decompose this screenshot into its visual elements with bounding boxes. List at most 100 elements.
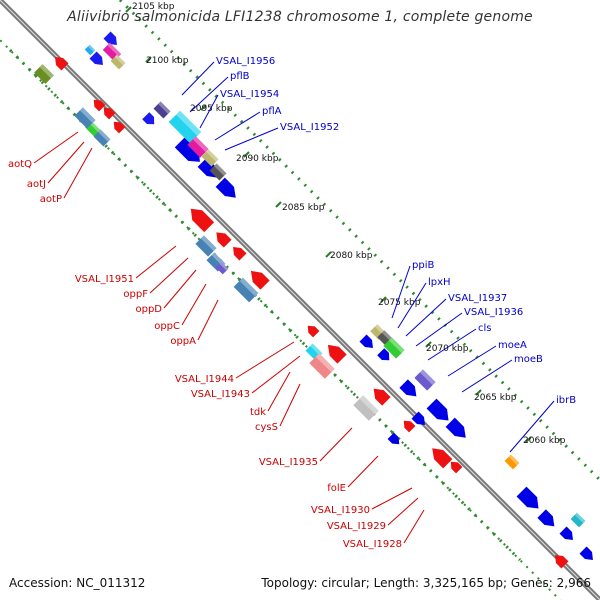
block-shine [98,129,111,142]
forward-label-leader [189,76,229,113]
reverse-gene-label: VSAL_I1929 [327,521,386,532]
gene-arrow-shape [233,247,247,261]
reverse-label-leader [235,341,295,379]
gene-arrow-shape [516,486,539,509]
block-shape [215,261,229,275]
reverse-track-dots [8,48,522,562]
block-shine [388,337,405,354]
reverse-gene [216,232,232,248]
map-title: Aliivibrio salmonicida LFI1238 chromosom… [67,9,533,25]
block-shine [90,122,102,134]
block-shine [381,330,393,342]
reverse-gene-label: cysS [255,422,278,433]
forward-gene [426,398,449,421]
forward-label-leader [391,265,411,319]
forward-gene-label: ibrB [556,395,576,406]
block-shine [359,395,379,415]
tick-label: 2060 kbp [523,436,566,446]
block-shape [309,353,335,379]
block-shape [187,136,209,158]
block-shine [239,277,259,297]
forward-gene-label: cls [478,323,492,334]
reverse-label-leader [181,283,207,326]
block-shine [574,512,586,524]
reverse-gene-label: VSAL_I1935 [259,457,318,468]
forward-label-leader [405,298,447,337]
forward-feature-block [414,369,436,391]
gene-arrow-shape [359,334,373,348]
tick-label: 2095 kbp [190,104,233,114]
reverse-feature-block [215,261,229,275]
gene-arrow-shape [403,420,416,433]
reverse-gene-label: oppA [170,336,196,347]
reverse-label-leader [149,257,189,294]
reverse-gene [327,344,347,364]
gene-arrow-shape [216,232,232,248]
tick-mark [125,6,132,13]
reverse-label-leader [47,141,85,184]
reverse-feature-block [195,235,217,257]
block-shape [209,163,227,181]
forward-gene [377,348,390,361]
forward-label-leader [509,400,555,453]
gene-arrow-shape [174,136,200,162]
reverse-label-leader [319,427,353,462]
reverse-label-leader [251,355,301,394]
reverse-gene [190,208,215,233]
reverse-feature-block [309,353,335,379]
forward-gene [142,112,155,125]
gene-arrow-shape [399,379,417,397]
gene-arrow-shape [450,461,463,474]
gene-arrow-shape [103,31,117,45]
gene-arrow-shape [190,208,215,233]
reverse-feature-block [93,129,111,147]
reverse-label-leader [267,371,291,412]
reverse-gene [307,325,320,338]
reverse-gene-label: VSAL_I1944 [175,374,234,385]
gene-arrow-shape [387,432,400,445]
gene-arrow-shape [93,99,106,112]
forward-gene [387,432,400,445]
forward-gene-label: VSAL_I1936 [464,307,523,318]
forward-label-leader [461,359,513,393]
tick-mark [380,296,387,303]
block-shape [195,235,217,257]
reverse-gene-label: VSAL_I1928 [343,539,402,550]
block-shine [419,369,436,386]
block-shape [34,64,54,84]
reverse-label-leader [197,299,219,341]
forward-gene [445,417,466,438]
reverse-gene [103,107,116,120]
accession-text: Accession: NC_011312 [9,576,146,590]
forward-label-leader [181,61,215,96]
forward-label-leader [397,282,427,329]
tick-mark [243,151,250,158]
reverse-gene [555,555,569,569]
forward-feature-block [84,44,96,56]
block-shape [168,110,202,144]
block-shine [219,261,229,271]
block-shine [39,64,54,79]
reverse-gene [373,388,391,406]
tick-label: 2070 kbp [426,344,469,354]
block-shape [93,129,111,147]
tick-label: 2075 kbp [378,298,421,308]
reverse-gene-label: tdk [250,407,266,418]
forward-gene [399,379,417,397]
block-shape [74,107,96,129]
block-shine [107,42,122,57]
reverse-label-leader [371,487,413,510]
forward-feature-block [504,454,520,470]
forward-gene-label: moeB [514,354,543,365]
gene-arrow-shape [411,411,425,425]
reverse-gene-label: aotJ [27,179,46,190]
forward-feature-block [570,512,586,528]
forward-label-leader [199,94,219,129]
forward-label-leader [214,111,261,141]
block-shine [192,136,209,153]
forward-gene-label: lpxH [428,277,451,288]
reverse-gene-label: oppF [123,289,148,300]
reverse-feature-block [74,107,96,129]
gene-arrow-shape [445,417,466,438]
gene-arrow-shape [327,344,347,364]
